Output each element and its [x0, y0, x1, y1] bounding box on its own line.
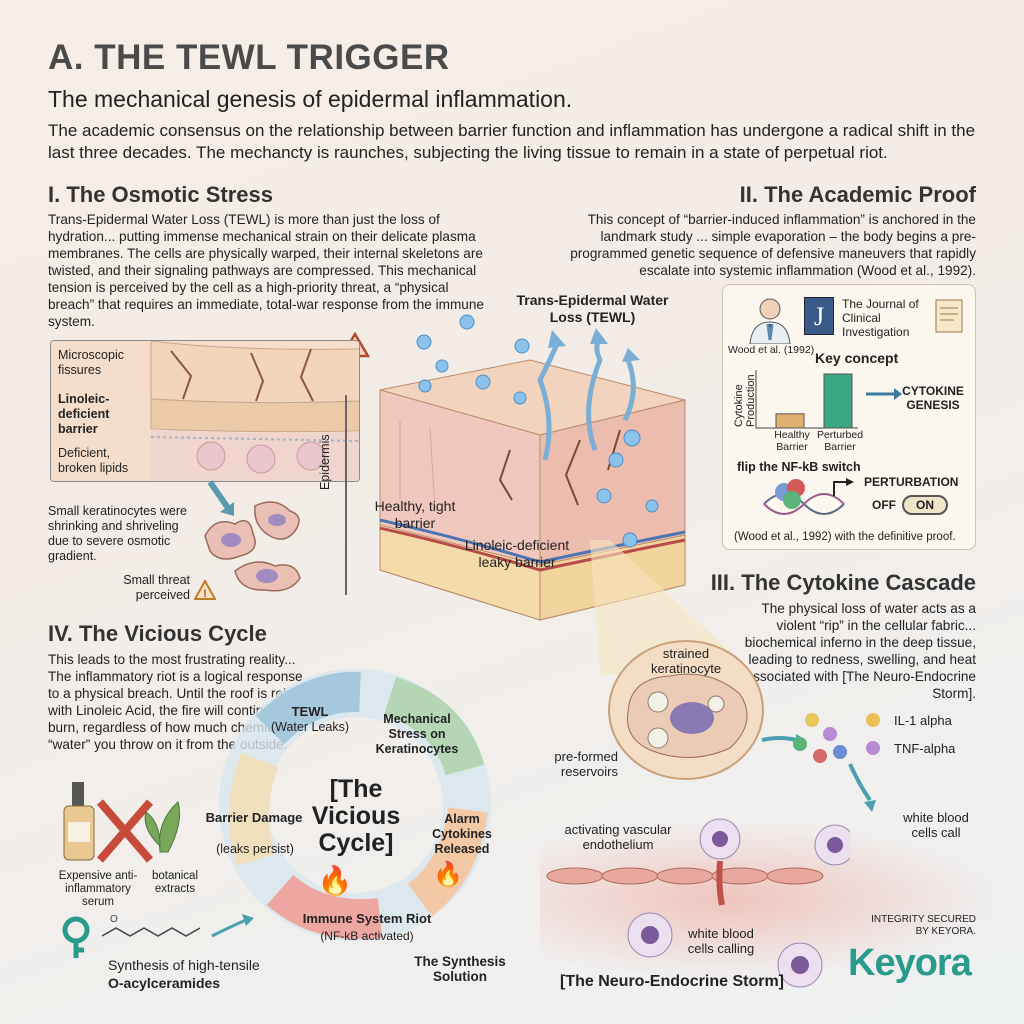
- section3-title: III. The Cytokine Cascade: [710, 570, 976, 595]
- label-il1: IL-1 alpha: [894, 713, 952, 728]
- cycle-solution: The Synthesis Solution: [414, 954, 506, 984]
- svg-text:🔥: 🔥: [433, 860, 463, 888]
- chart-cat-1: Healthy Barrier: [774, 429, 810, 453]
- skin-layers-illustration: [51, 341, 359, 481]
- scroll-icon: [932, 296, 966, 341]
- il1-dot-icon: [866, 713, 880, 727]
- label-endothelium: activating vascular endothelium: [564, 822, 672, 852]
- cycle-alarm: Alarm Cytokines Released: [432, 812, 492, 856]
- cycle-riot: Immune System Riot: [302, 911, 432, 926]
- label-author: Wood et al. (1992): [728, 344, 815, 356]
- cytokine-bar-chart: [755, 370, 858, 429]
- label-wbc-calling: white blood cells calling: [687, 926, 755, 956]
- label-synthesis-bold: O-acylceramides: [108, 975, 221, 991]
- label-tewl: Trans-Epidermal Water Loss (TEWL): [516, 292, 669, 325]
- section3-body: The physical loss of water acts as a vio…: [744, 601, 976, 701]
- section2-body: This concept of “barrier-induced inflamm…: [570, 212, 976, 278]
- cycle-tewl: TEWL: [291, 704, 329, 719]
- chart-y-label: Cytokine Production: [733, 374, 757, 427]
- svg-text:O: O: [110, 914, 118, 925]
- endothelium-cells: [546, 867, 824, 885]
- label-botanical: botanical extracts: [151, 870, 199, 895]
- keratinocyte-circle: [608, 640, 764, 780]
- journal-icon: J: [804, 297, 834, 335]
- zoom-cone: [590, 540, 755, 675]
- label-off: OFF: [872, 498, 896, 512]
- white-blood-cells: [627, 818, 850, 988]
- label-genesis: CYTOKINE GENESIS: [902, 384, 964, 412]
- shrunken-cells-illustration: [204, 501, 301, 592]
- tnf-dot-icon: [866, 741, 880, 755]
- down-arrow-icon: [207, 480, 234, 516]
- skin-zoom-box: [50, 340, 360, 482]
- right-arrow-icon: [866, 388, 902, 400]
- cycle-tewl-sub: (Water Leaks): [270, 720, 350, 734]
- page-title: A. THE TEWL TRIGGER: [48, 38, 450, 77]
- label-barrier: Linoleic-deficient barrier: [58, 392, 110, 436]
- label-wbc-call: white blood cells call: [903, 810, 969, 840]
- label-threat: Small threat perceived: [123, 573, 190, 602]
- serum-bottle-icon: [60, 782, 190, 877]
- label-panel-footer: (Wood et al., 1992) with the definitive …: [734, 531, 956, 543]
- label-switch: flip the NF-kB switch: [737, 460, 861, 474]
- key-molecule-icon: O: [62, 912, 262, 965]
- chart-bar-1: [775, 413, 805, 429]
- section2-title: II. The Academic Proof: [739, 182, 976, 207]
- section4-body: This leads to the most frustrating reali…: [48, 652, 308, 752]
- cycle-center-title: [The Vicious Cycle]: [311, 775, 401, 857]
- label-epidermis: Epidermis: [318, 434, 332, 490]
- dna-switch-icon: [760, 474, 860, 527]
- cycle-damage: Barrier Damage: [205, 810, 303, 825]
- cycle-mech: Mechanical Stress on Keratinocytes: [375, 712, 459, 756]
- keyora-logo: Keyora: [848, 942, 972, 984]
- label-serum: Expensive anti-inflammatory serum: [58, 870, 138, 908]
- section1-title: I. The Osmotic Stress: [48, 182, 273, 207]
- skin-cross-section: [379, 359, 686, 621]
- cycle-riot-sub: (NF-kB activated): [320, 929, 414, 943]
- cytokine-dots: [761, 713, 847, 763]
- section1-body: Trans-Epidermal Water Loss (TEWL) is mor…: [48, 212, 484, 329]
- cycle-damage-sub: (leaks persist): [216, 842, 294, 856]
- label-lipids: Deficient, broken lipids: [58, 446, 129, 475]
- chart-bar-2: [823, 373, 853, 429]
- down-arrow-wbc-icon: [848, 763, 876, 812]
- inflammation-glow: [540, 820, 1010, 980]
- section4-title: IV. The Vicious Cycle: [48, 621, 267, 646]
- doctor-icon: [742, 294, 798, 345]
- toggle-on: ON: [902, 495, 948, 515]
- label-tnf: TNF-alpha: [894, 741, 956, 756]
- label-storm: [The Neuro-Endocrine Storm]: [560, 973, 785, 990]
- label-integrity: INTEGRITY SECURED BY KEYORA.: [871, 914, 976, 937]
- label-healthy: Healthy, tight barrier: [374, 498, 456, 531]
- label-strained: strained keratinocyte: [650, 646, 722, 676]
- intro-text: The academic consensus on the relationsh…: [48, 121, 976, 162]
- label-journal: The Journal of Clinical Investigation: [842, 297, 919, 339]
- nfkb-toggle: ON: [902, 495, 948, 515]
- label-fissures: Microscopic fissures: [58, 348, 124, 377]
- svg-text:🔥: 🔥: [318, 864, 353, 897]
- chart-cat-2: Perturbed Barrier: [816, 429, 864, 453]
- epidermis-bracket: [345, 395, 347, 595]
- vicious-cycle-ring: 🔥 🔥: [219, 669, 491, 941]
- water-droplets: [416, 314, 659, 548]
- label-leaky: Linoleic-deficient leaky barrier: [464, 537, 570, 570]
- small-warning-icon: !: [193, 578, 217, 605]
- page-subtitle: The mechanical genesis of epidermal infl…: [48, 86, 573, 112]
- svg-text:!: !: [203, 588, 207, 600]
- label-key-concept: Key concept: [815, 350, 899, 366]
- label-synthesis: Synthesis of high-tensile: [108, 957, 260, 973]
- label-reservoirs: pre-formed reservoirs: [554, 749, 618, 779]
- label-keratinocytes: Small keratinocytes were shrinking and s…: [48, 504, 187, 563]
- label-perturbation: PERTURBATION: [864, 475, 959, 489]
